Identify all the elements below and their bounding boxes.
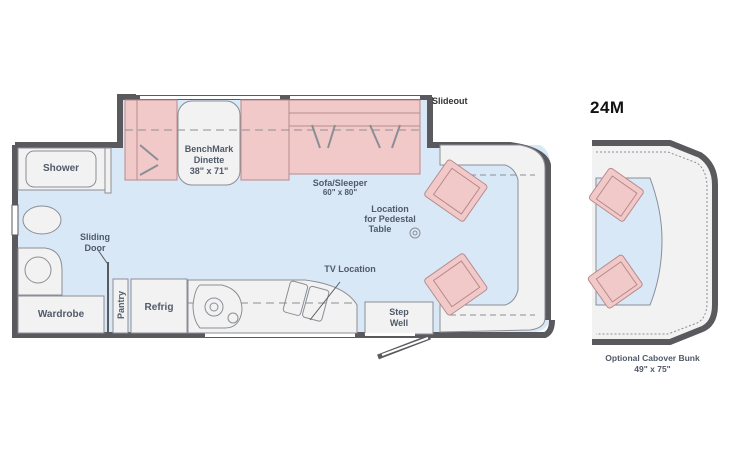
cabover-label: Optional Cabover Bunk (605, 353, 700, 363)
dinette-table (177, 100, 241, 186)
cab-area (439, 144, 546, 333)
pantry-label: Pantry (116, 291, 126, 320)
pantry (112, 278, 129, 334)
dinette-label-2: Dinette (193, 155, 225, 165)
sliding-door-label-2: Door (84, 243, 106, 253)
pedestal-label-2: for Pedestal (364, 214, 416, 224)
step-well-label-1: Step (389, 307, 409, 317)
sink-fixture (17, 247, 63, 296)
refrigerator (130, 278, 188, 334)
sofa-label: Sofa/Sleeper (312, 178, 368, 188)
toilet-fixture (22, 205, 62, 235)
tv-location-label: TV Location (324, 264, 376, 274)
shower-fixture (25, 150, 97, 188)
shower-label: Shower (42, 163, 80, 174)
driver-seat (424, 159, 488, 222)
pedestal-table-marker (409, 227, 421, 239)
sliding-door-label-1: Sliding (80, 232, 110, 242)
model-title: 24M (590, 98, 625, 117)
step-well-label-2: Well (389, 318, 409, 328)
pedestal-label-1: Location (371, 204, 409, 214)
exterior-wall (12, 145, 555, 338)
dinette-bench-right (240, 99, 290, 181)
tv-swivel-mount (282, 280, 330, 322)
passenger-seat (424, 253, 488, 316)
sofa-size: 60" x 80" (322, 188, 358, 197)
slideout-label: Slideout (432, 96, 468, 106)
wardrobe (17, 295, 105, 334)
cabover-size: 49" x 75" (634, 364, 671, 374)
step-well (364, 301, 434, 335)
sofa-sleeper (288, 99, 421, 175)
pedestal-label-3: Table (368, 224, 392, 234)
wardrobe-label: Wardrobe (37, 309, 85, 320)
dinette-label-1: BenchMark (184, 144, 234, 154)
dinette-size: 38" x 71" (189, 166, 229, 176)
refrig-label: Refrig (144, 302, 174, 313)
